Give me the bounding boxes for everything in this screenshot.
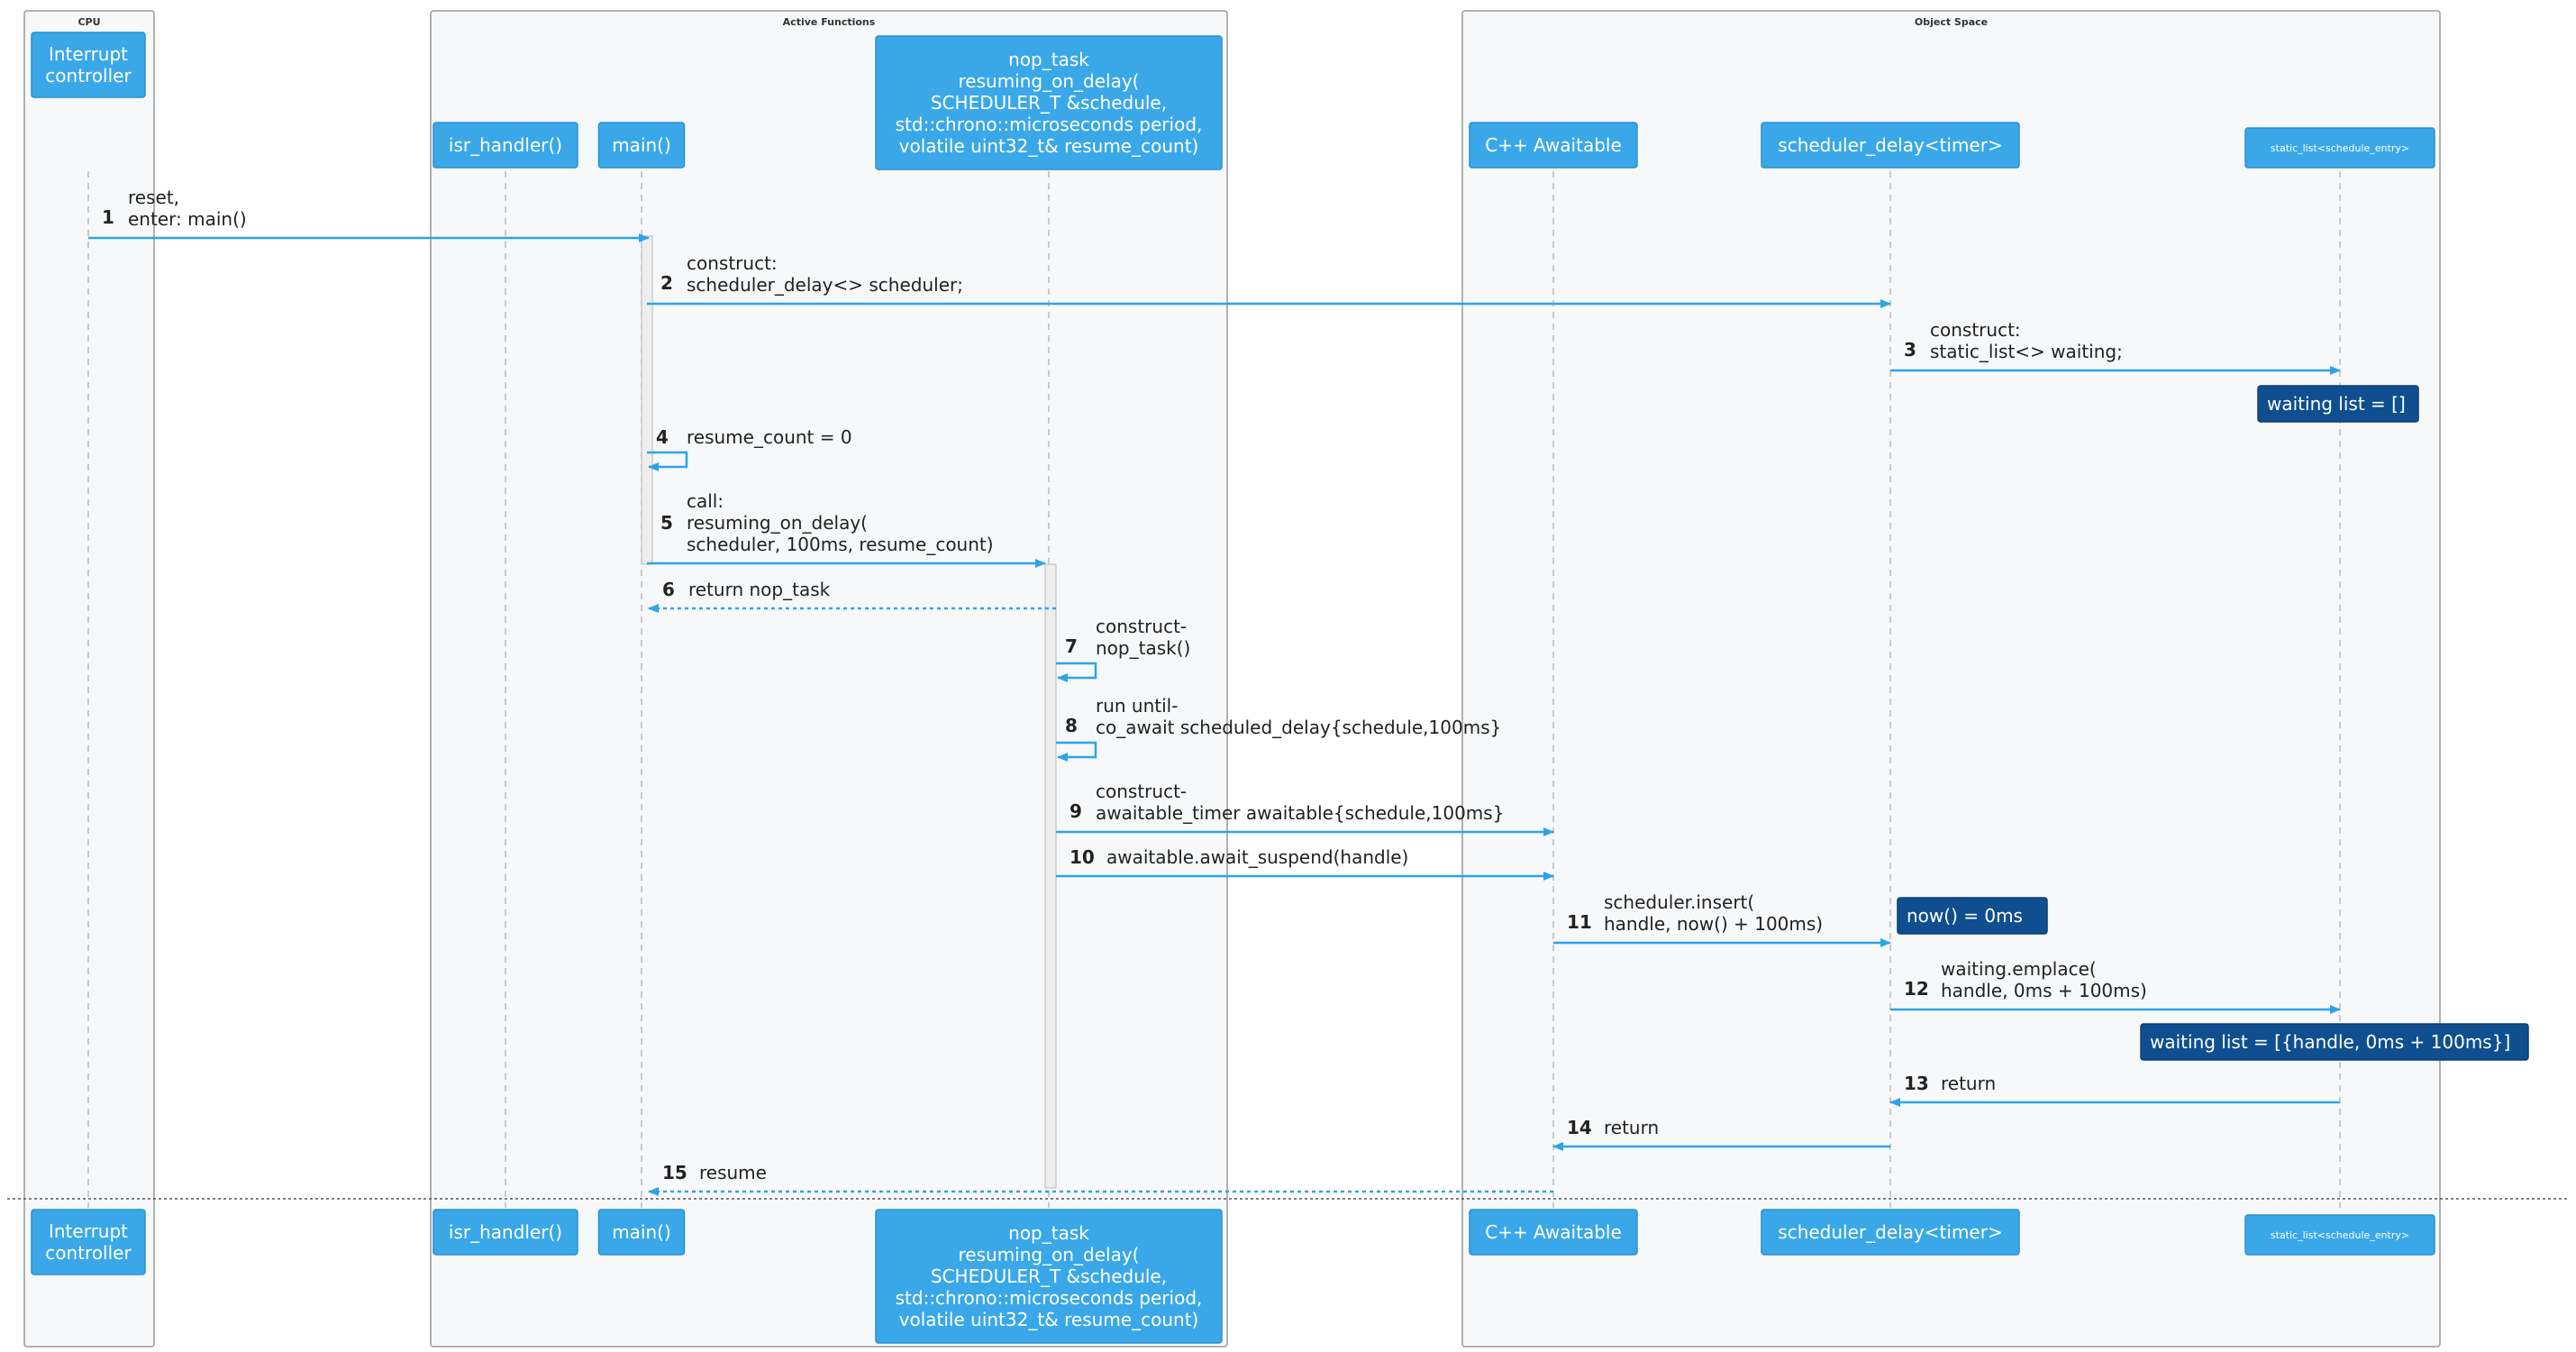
participant-label-static-list-bottom: static_list<schedule_entry>: [2271, 1229, 2409, 1241]
participant-label-interrupt-controller-top: Interrupt: [49, 43, 128, 65]
message-label-8: co_await scheduled_delay{schedule,100ms}: [1096, 717, 1501, 738]
note-text-waiting-empty: waiting list = []: [2267, 393, 2406, 415]
message-number-1: 1: [102, 206, 114, 228]
participant-nop-task-bottom[interactable]: [875, 1209, 1223, 1344]
message-label-5: resuming_on_delay(: [687, 512, 868, 534]
message-label-3: static_list<> waiting;: [1930, 341, 2123, 362]
message-label-12: handle, 0ms + 100ms): [1941, 980, 2147, 1001]
message-label-10: awaitable.await_suspend(handle): [1106, 846, 1408, 868]
message-label-15: resume: [699, 1162, 767, 1183]
message-number-9: 9: [1070, 800, 1082, 822]
participant-label-main-top: main(): [612, 134, 671, 156]
message-label-13: return: [1941, 1073, 1996, 1094]
message-number-10: 10: [1070, 846, 1095, 868]
participant-cpp-awaitable-top[interactable]: [1469, 122, 1638, 169]
participant-label-nop-task-top: SCHEDULER_T &schedule,: [931, 92, 1167, 114]
participant-label-nop-task-bottom: nop_task: [1008, 1222, 1089, 1244]
participant-cpp-awaitable-bottom[interactable]: [1469, 1209, 1638, 1256]
participant-label-nop-task-top: resuming_on_delay(: [959, 70, 1140, 92]
note-now-zero: [1897, 897, 2048, 935]
message-label-5: call:: [687, 490, 724, 512]
participant-label-isr-handler-top: isr_handler(): [449, 134, 562, 156]
group-box-cpu: [23, 10, 155, 1347]
message-label-12: waiting.emplace(: [1941, 958, 2097, 980]
participant-label-nop-task-top: std::chrono::microseconds period,: [896, 114, 1203, 135]
message-label-2: scheduler_delay<> scheduler;: [687, 274, 963, 296]
message-number-3: 3: [1904, 339, 1916, 361]
participant-label-scheduler-delay-top: scheduler_delay<timer>: [1778, 134, 2002, 156]
activation-main: [641, 235, 653, 565]
message-number-7: 7: [1065, 635, 1078, 657]
message-label-1: enter: main(): [128, 208, 247, 230]
participant-label-scheduler-delay-bottom: scheduler_delay<timer>: [1778, 1221, 2002, 1243]
message-label-7: construct-: [1096, 616, 1187, 637]
participant-label-static-list-top: static_list<schedule_entry>: [2271, 142, 2409, 154]
participant-label-interrupt-controller-top: controller: [45, 65, 132, 87]
activation-nop-task: [1044, 563, 1057, 1189]
message-label-14: return: [1604, 1117, 1659, 1138]
participant-interrupt-controller-bottom[interactable]: [31, 1209, 146, 1275]
message-arrow-4: [647, 451, 688, 471]
note-waiting-empty: [2257, 385, 2419, 423]
message-label-11: handle, now() + 100ms): [1604, 913, 1823, 935]
group-box-object: [1461, 10, 2441, 1347]
message-label-4: resume_count = 0: [687, 426, 852, 448]
participant-label-nop-task-top: nop_task: [1008, 49, 1089, 70]
message-number-4: 4: [656, 426, 669, 448]
participant-static-list-bottom[interactable]: [2244, 1214, 2435, 1256]
group-title-object: Object Space: [1915, 16, 1988, 28]
message-number-6: 6: [662, 579, 675, 600]
note-text-waiting-filled: waiting list = [{handle, 0ms + 100ms}]: [2150, 1031, 2510, 1053]
participant-label-nop-task-bottom: resuming_on_delay(: [959, 1244, 1140, 1265]
participant-nop-task-top[interactable]: [875, 35, 1223, 170]
participant-isr-handler-bottom[interactable]: [432, 1209, 578, 1256]
participant-label-cpp-awaitable-top: C++ Awaitable: [1485, 134, 1622, 156]
message-label-6: return nop_task: [688, 579, 831, 600]
message-label-2: construct:: [687, 252, 778, 274]
participant-isr-handler-top[interactable]: [432, 122, 578, 169]
participant-main-top[interactable]: [597, 122, 686, 169]
participant-scheduler-delay-top[interactable]: [1761, 122, 2020, 169]
group-box-active: [430, 10, 1228, 1347]
participant-label-nop-task-top: volatile uint32_t& resume_count): [899, 135, 1199, 157]
participant-label-cpp-awaitable-bottom: C++ Awaitable: [1485, 1221, 1622, 1243]
message-label-9: awaitable_timer awaitable{schedule,100ms…: [1096, 802, 1504, 824]
message-label-8: run until-: [1096, 695, 1178, 717]
group-title-cpu: CPU: [77, 16, 100, 28]
message-label-3: construct:: [1930, 319, 2021, 341]
message-label-1: reset,: [128, 187, 179, 208]
message-label-5: scheduler, 100ms, resume_count): [687, 534, 994, 555]
participant-label-nop-task-bottom: std::chrono::microseconds period,: [896, 1287, 1203, 1309]
group-title-active: Active Functions: [783, 16, 876, 28]
note-waiting-filled: [2140, 1023, 2529, 1061]
message-number-2: 2: [660, 272, 673, 294]
message-number-14: 14: [1567, 1117, 1592, 1138]
message-label-9: construct-: [1096, 781, 1187, 802]
message-number-13: 13: [1904, 1073, 1929, 1094]
message-number-5: 5: [660, 512, 673, 534]
note-text-now-zero: now() = 0ms: [1907, 905, 2023, 927]
message-arrow-8: [1056, 741, 1097, 762]
participant-static-list-top[interactable]: [2244, 127, 2435, 169]
message-number-15: 15: [662, 1162, 687, 1183]
message-label-7: nop_task(): [1096, 637, 1190, 659]
message-arrow-7: [1056, 662, 1097, 682]
participant-label-isr-handler-bottom: isr_handler(): [449, 1221, 562, 1243]
participant-label-interrupt-controller-bottom: Interrupt: [49, 1220, 128, 1242]
participant-interrupt-controller-top[interactable]: [31, 32, 146, 98]
participant-label-nop-task-bottom: SCHEDULER_T &schedule,: [931, 1265, 1167, 1287]
participant-label-nop-task-bottom: volatile uint32_t& resume_count): [899, 1309, 1199, 1330]
participant-label-main-bottom: main(): [612, 1221, 671, 1243]
message-label-11: scheduler.insert(: [1604, 891, 1754, 913]
participant-main-bottom[interactable]: [597, 1209, 686, 1256]
message-number-8: 8: [1065, 715, 1078, 736]
participant-scheduler-delay-bottom[interactable]: [1761, 1209, 2020, 1256]
message-number-12: 12: [1904, 978, 1929, 1000]
message-number-11: 11: [1567, 911, 1592, 933]
participant-label-interrupt-controller-bottom: controller: [45, 1242, 132, 1264]
